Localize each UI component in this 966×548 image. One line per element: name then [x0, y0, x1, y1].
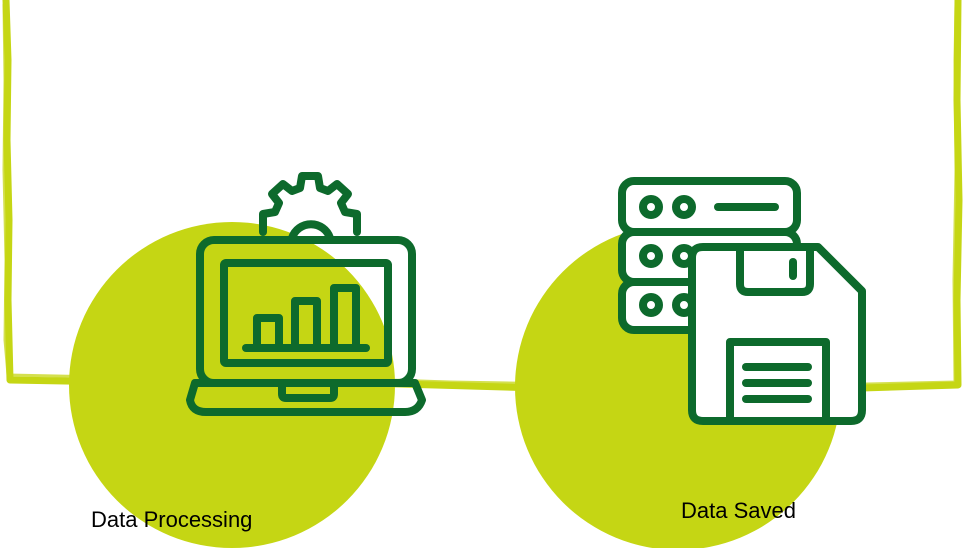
laptop-chart-gear-icon — [186, 172, 426, 416]
processing-label: Data Processing — [91, 507, 253, 532]
server-floppy-disk-icon — [618, 177, 866, 425]
saved-label: Data Saved — [681, 498, 796, 523]
